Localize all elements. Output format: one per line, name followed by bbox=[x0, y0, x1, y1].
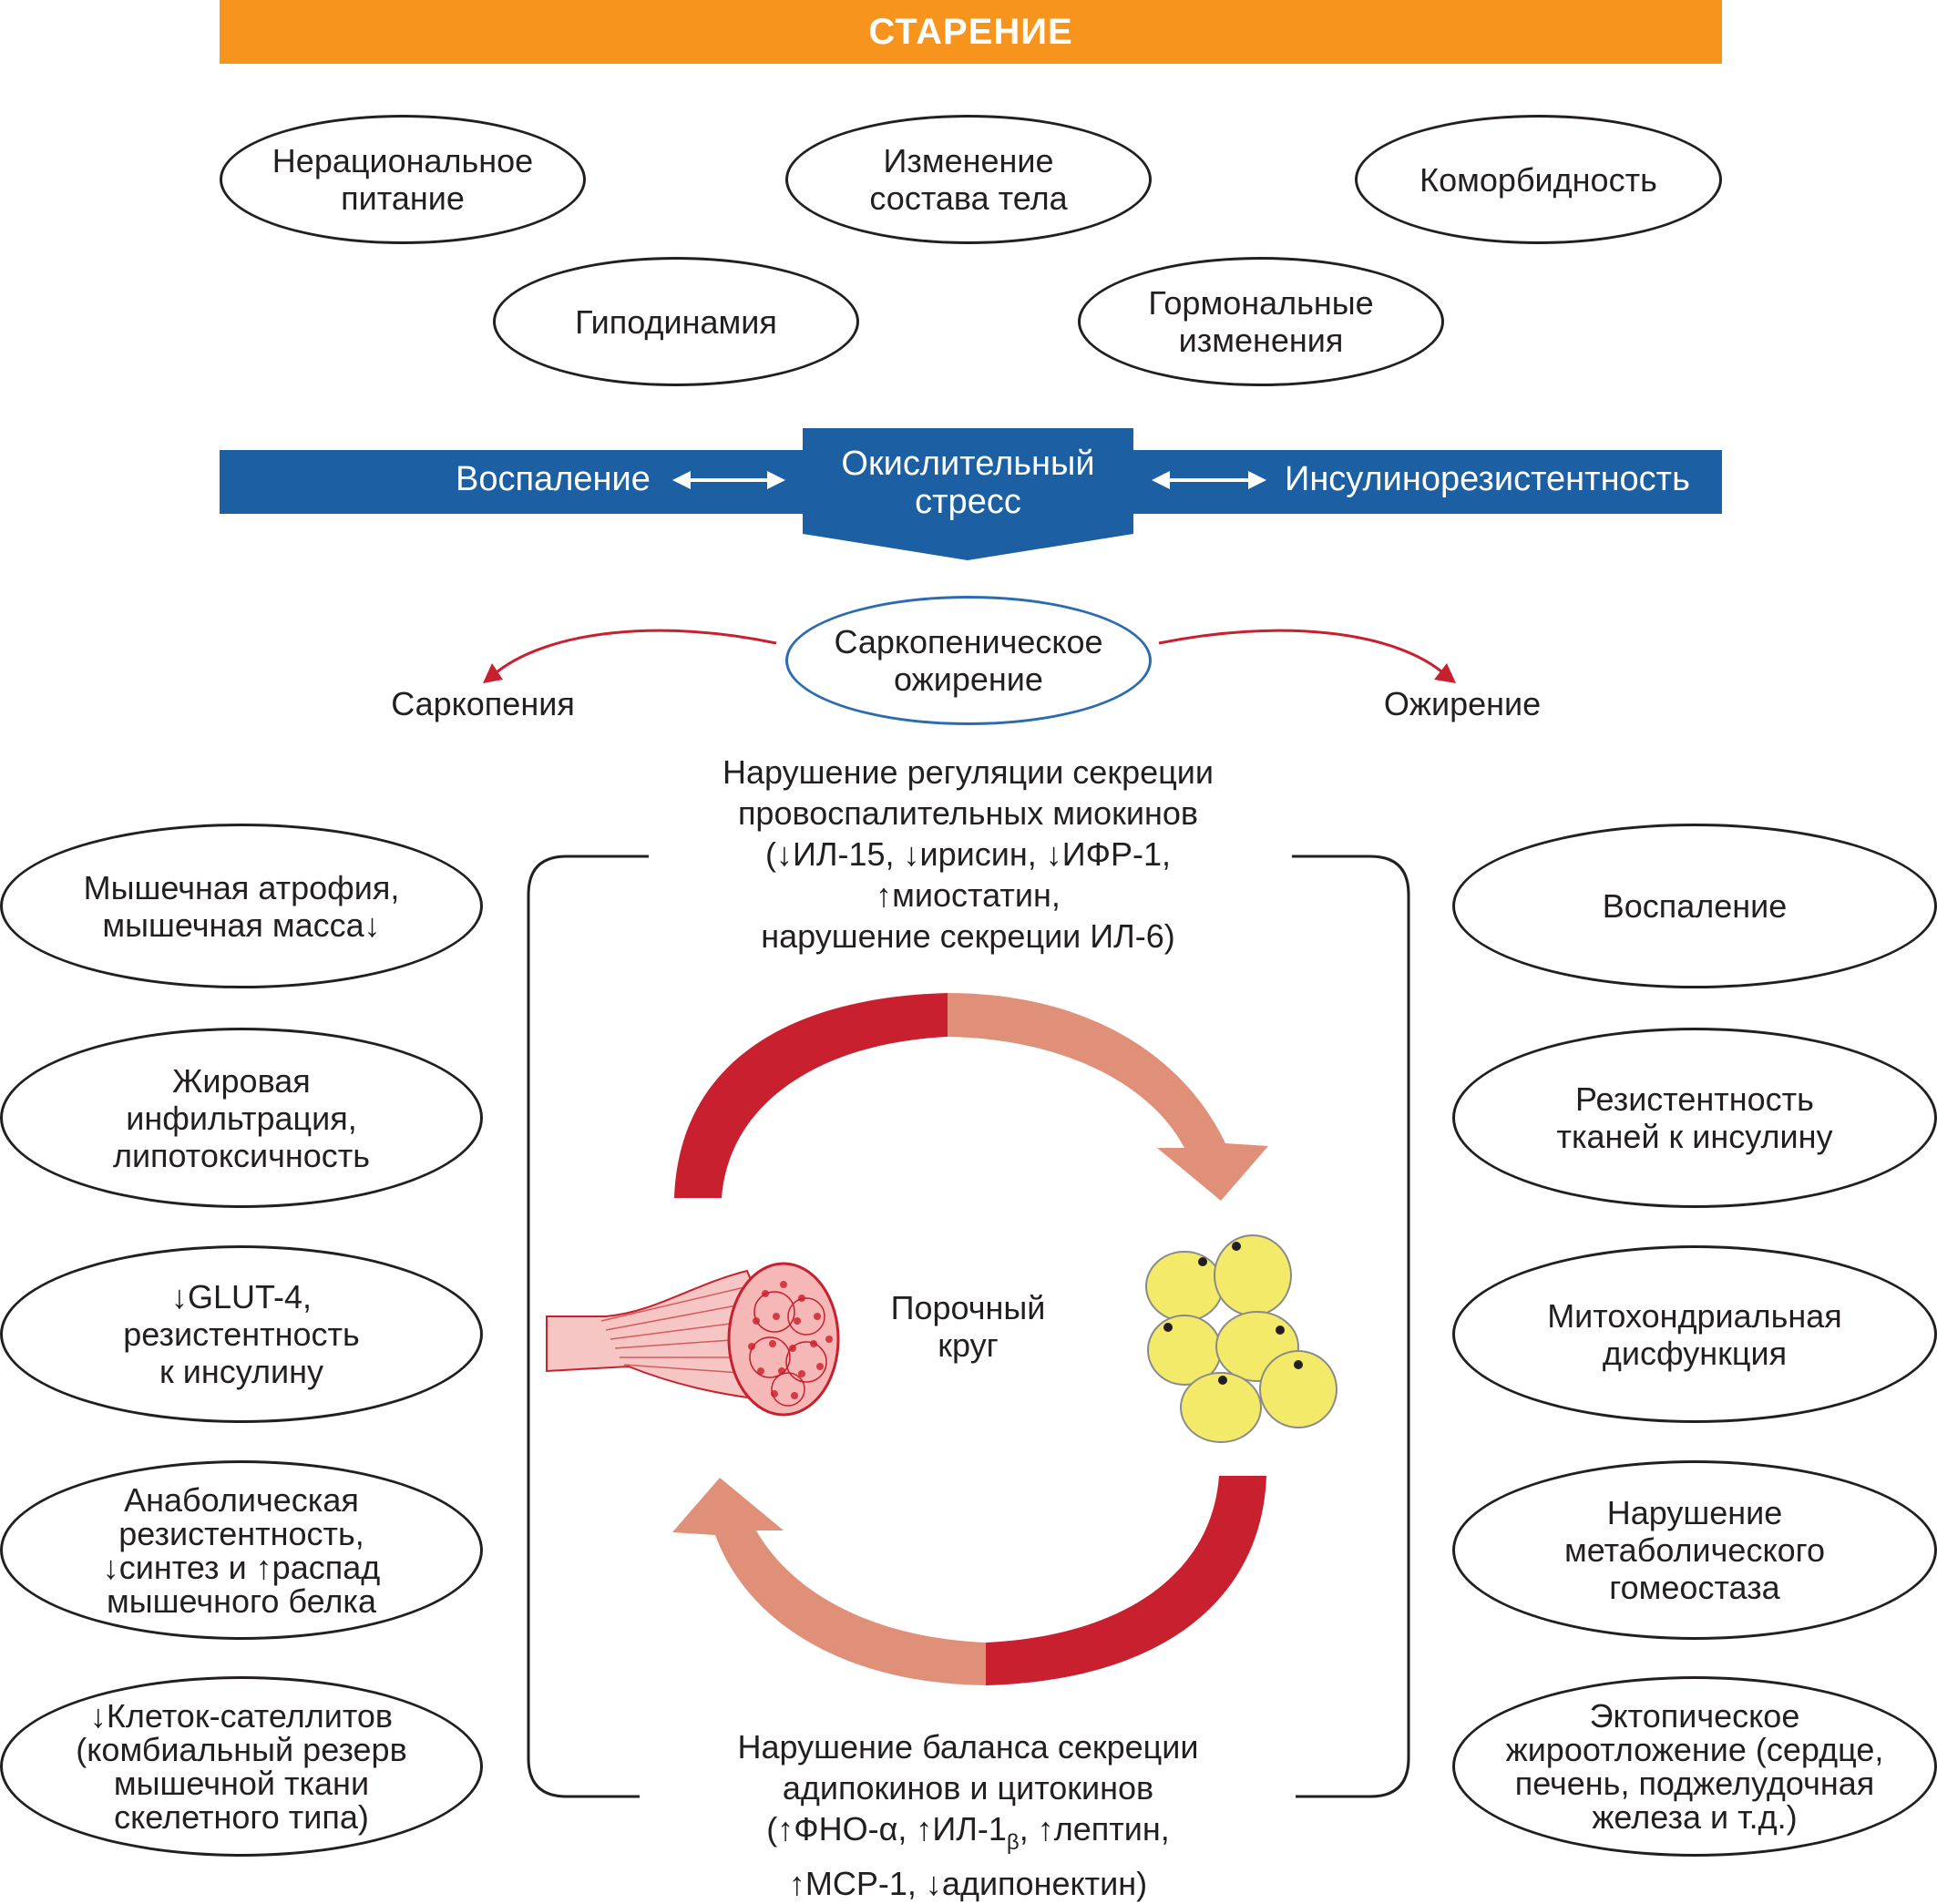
right-item: Эктопическое жироотложение (сердце, пече… bbox=[1452, 1676, 1937, 1857]
arrow-head-right-icon bbox=[1434, 663, 1456, 683]
myokine-line-5: нарушение секреции ИЛ-6) bbox=[761, 917, 1175, 955]
myokine-text: Нарушение регуляции секреции провоспалит… bbox=[638, 752, 1298, 957]
right-item-label: Эктопическое жироотложение (сердце, пече… bbox=[1505, 1697, 1884, 1836]
right-item-label: Нарушение метаболического гомеостаза bbox=[1564, 1494, 1825, 1606]
left-item-label: ↓GLUT-4, резистентность к инсулину bbox=[123, 1278, 360, 1390]
left-item: ↓Клеток-сателлитов (комбиальный резерв м… bbox=[0, 1676, 483, 1857]
adipokine-line-4: ↑МСР-1, ↓адипонектин) bbox=[788, 1865, 1148, 1902]
aging-title: СТАРЕНИЕ bbox=[868, 11, 1073, 52]
bottom-cycle-arrow-light bbox=[672, 1478, 986, 1685]
right-item: Нарушение метаболического гомеостаза bbox=[1452, 1460, 1937, 1640]
sarcopenic-obesity-label: Саркопеническое ожирение bbox=[834, 623, 1103, 698]
adipokine-subscript: β bbox=[1006, 1830, 1020, 1855]
adipokine-line-3: (↑ФНО-α, ↑ИЛ-1β, ↑лептин, bbox=[638, 1808, 1298, 1863]
arrow-head-left-icon bbox=[483, 663, 503, 683]
sarcopenia-label: Саркопения bbox=[391, 685, 575, 722]
factor-comorbidity: Коморбидность bbox=[1355, 115, 1722, 244]
myokine-line-3: (↓ИЛ-15, ↓ирисин, ↓ИФР-1, bbox=[764, 835, 1172, 873]
factor-hypodynamia-label: Гиподинамия bbox=[575, 302, 777, 341]
myokine-line-1: Нарушение регуляции секреции bbox=[723, 753, 1214, 791]
bottom-cycle-arrow-dark bbox=[986, 1476, 1266, 1685]
aging-banner: СТАРЕНИЕ bbox=[220, 0, 1722, 64]
left-item-label: ↓Клеток-сателлитов (комбиальный резерв м… bbox=[76, 1697, 407, 1836]
sarcopenic-obesity: Саркопеническое ожирение bbox=[785, 596, 1152, 725]
factor-nutrition: Нерациональное питание bbox=[220, 115, 586, 244]
left-item: Анаболическая резистентность, ↓синтез и … bbox=[0, 1460, 483, 1640]
top-cycle-arrow-light bbox=[948, 993, 1268, 1201]
adipokine-text: Нарушение баланса секреции адипокинов и … bbox=[638, 1726, 1298, 1904]
right-item-label: Митохондриальная дисфункция bbox=[1547, 1296, 1842, 1372]
factor-nutrition-label: Нерациональное питание bbox=[272, 142, 534, 217]
fat-cells-icon bbox=[1145, 1234, 1337, 1443]
muscle-fiber-icon bbox=[546, 1262, 840, 1417]
factor-hormonal: Гормональные изменения bbox=[1078, 257, 1444, 386]
factor-body-composition-label: Изменение состава тела bbox=[869, 142, 1068, 217]
band-oxidative-stress: Окислительный стресс bbox=[841, 445, 1095, 521]
factor-comorbidity-label: Коморбидность bbox=[1419, 160, 1657, 199]
band-inflammation: Воспаление bbox=[456, 460, 651, 498]
adipokine-line-1: Нарушение баланса секреции bbox=[737, 1728, 1199, 1766]
right-item: Митохондриальная дисфункция bbox=[1452, 1245, 1937, 1423]
vicious-circle-label: Порочный круг bbox=[890, 1289, 1046, 1364]
fat-cell-nuclei bbox=[1163, 1242, 1303, 1385]
myokine-line-2: провоспалительных миокинов bbox=[737, 794, 1199, 832]
left-item: ↓GLUT-4, резистентность к инсулину bbox=[0, 1245, 483, 1423]
left-item-label: Мышечная атрофия, мышечная масса↓ bbox=[83, 868, 400, 944]
obesity-label: Ожирение bbox=[1383, 685, 1542, 722]
bracket-frame bbox=[527, 855, 1410, 1798]
adipokine-line-3a: (↑ФНО-α, ↑ИЛ-1 bbox=[766, 1810, 1007, 1848]
top-cycle-arrow-dark bbox=[674, 993, 948, 1198]
right-item-label: Воспаление bbox=[1602, 887, 1788, 925]
right-item-label: Резистентность тканей к инсулину bbox=[1556, 1080, 1833, 1155]
right-item: Резистентность тканей к инсулину bbox=[1452, 1028, 1937, 1208]
factor-hormonal-label: Гормональные изменения bbox=[1148, 284, 1374, 359]
right-item: Воспаление bbox=[1452, 824, 1937, 988]
arrow-to-obesity bbox=[1158, 629, 1449, 678]
left-item-label: Анаболическая резистентность, ↓синтез и … bbox=[102, 1480, 381, 1620]
double-arrow-right-icon bbox=[1152, 471, 1266, 489]
left-item-label: Жировая инфильтрация, липотоксичность bbox=[112, 1061, 371, 1174]
adipokine-line-3b: , ↑лептин, bbox=[1019, 1810, 1170, 1848]
band-insulin-resistance: Инсулинорезистентность bbox=[1285, 460, 1690, 498]
left-item: Жировая инфильтрация, липотоксичность bbox=[0, 1028, 483, 1208]
double-arrow-left-icon bbox=[672, 471, 785, 489]
adipokine-line-2: адипокинов и цитокинов bbox=[782, 1769, 1154, 1807]
factor-body-composition: Изменение состава тела bbox=[785, 115, 1152, 244]
factor-hypodynamia: Гиподинамия bbox=[493, 257, 859, 386]
left-item: Мышечная атрофия, мышечная масса↓ bbox=[0, 824, 483, 988]
oxidative-stress-shape bbox=[803, 428, 1133, 560]
myokine-line-4: ↑миостатин, bbox=[876, 876, 1061, 914]
arrow-to-sarcopenia bbox=[491, 629, 777, 678]
